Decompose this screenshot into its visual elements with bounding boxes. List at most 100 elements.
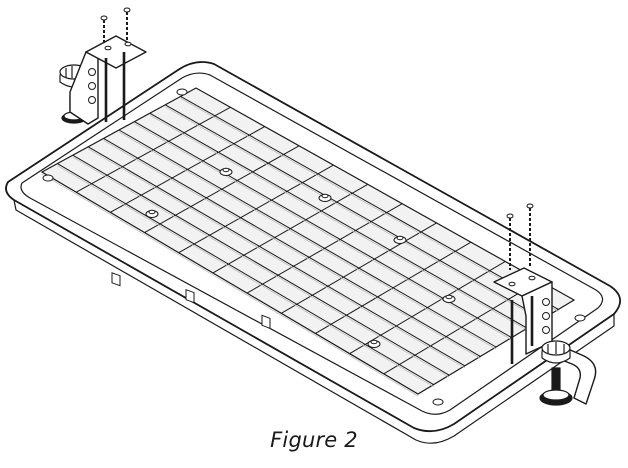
grid-cell-shadow	[224, 228, 260, 249]
right-screws	[506, 203, 534, 364]
grid-cell-shadow	[324, 250, 360, 271]
grid-cell-shadow	[293, 267, 329, 289]
tray-front-edge	[13, 199, 615, 444]
boss-2	[145, 209, 159, 218]
boss-5	[442, 294, 456, 303]
grid-cell-shadow	[171, 179, 207, 201]
grid-cell-shadow	[87, 148, 123, 170]
grid-cell-shadow	[492, 310, 528, 331]
grid-cell-shadow	[364, 346, 400, 367]
grid-cell-shadow	[352, 194, 387, 215]
grid-cell-shadow	[178, 254, 214, 276]
grid-rib-long	[180, 95, 559, 310]
grid-cell-shadow	[405, 242, 441, 263]
grid-cell-shadow	[262, 285, 298, 307]
grid-cell-shadow	[165, 106, 200, 127]
grid-cell-shadow	[455, 252, 490, 274]
grid-cell-shadow	[137, 159, 173, 181]
grid-cell-shadow	[183, 134, 219, 155]
grid-cell-shadow	[411, 318, 447, 339]
grid-cell-shadow	[315, 335, 350, 356]
figure-caption: Figure 2	[270, 428, 358, 452]
grid-cell-shadow	[458, 290, 494, 312]
grid-cell-shadow	[308, 258, 344, 280]
right-clamp-foot	[539, 367, 573, 406]
grid-cell-shadow	[473, 281, 509, 302]
right-clamp-knob	[541, 340, 571, 364]
grid-cell-shadow	[118, 131, 154, 153]
grid-cell-shadow	[249, 136, 284, 157]
grid-cell-shadow	[134, 123, 169, 144]
boss-1	[219, 167, 233, 176]
grid-cell-shadow	[424, 271, 459, 292]
grid-cell-shadow	[122, 168, 157, 189]
grid-cell-shadow	[380, 336, 416, 358]
grid-rib-long	[72, 154, 450, 376]
grid-cell-shadow	[240, 219, 276, 240]
left-bracket-assembly	[59, 7, 147, 125]
grid-rib-long	[149, 112, 528, 329]
grid-cell-shadow	[392, 289, 428, 310]
grid-rib-long	[57, 163, 434, 386]
grid-cell-shadow	[346, 316, 381, 338]
grid-cell-shadow	[317, 175, 353, 196]
grid-cell-shadow	[396, 327, 431, 349]
grid-cell-shadow	[144, 234, 179, 256]
grid-cell-shadow	[153, 151, 188, 172]
grid-cell-shadow	[199, 125, 235, 147]
clip-3	[261, 314, 271, 329]
grid-cell-shadow	[296, 305, 332, 327]
grid-cell-shadow	[125, 205, 161, 227]
grid-cell-shadow	[91, 185, 127, 207]
grid-cell-shadow	[259, 247, 294, 269]
boss-3	[318, 193, 332, 202]
grid-cell-shadow	[442, 299, 478, 321]
grid-cell-shadow	[339, 241, 375, 262]
clip-2	[185, 289, 195, 304]
boss-9	[432, 398, 444, 406]
grid-cell-shadow	[414, 356, 450, 378]
grid-cell-shadow	[427, 309, 462, 330]
grid-cell-shadow	[103, 140, 139, 161]
rim-clips	[111, 272, 271, 329]
grid-cell-shadow	[168, 142, 204, 164]
grid-cell-shadow	[57, 165, 92, 187]
grid-cell-shadow	[190, 208, 226, 229]
grid-cell-shadow	[327, 287, 363, 309]
grid-cell-shadow	[355, 232, 391, 253]
tray-grid	[40, 87, 576, 397]
grid-cell-shadow	[267, 164, 303, 185]
grid-cell-shadow	[343, 278, 378, 300]
boss-7	[42, 174, 54, 182]
grid-cell-shadow	[399, 366, 434, 387]
left-bracket-holes	[88, 41, 132, 104]
grid-cell-shadow	[408, 280, 444, 301]
grid-cell-shadow	[233, 145, 269, 166]
grid-rib-long	[87, 146, 466, 367]
grid-cell-shadow	[290, 230, 325, 251]
grid-cell-shadow	[374, 260, 409, 282]
grid-cell-shadow	[212, 274, 248, 296]
grid-cell-shadow	[349, 355, 385, 377]
mounting-bosses	[42, 88, 586, 406]
clip-1	[111, 272, 121, 287]
grid-cell-shadow	[246, 294, 282, 316]
grid-cell-shadow	[193, 245, 229, 267]
grid-cell-shadow	[361, 307, 397, 329]
grid-cell-shadow	[110, 214, 145, 235]
grid-cell-shadow	[358, 269, 394, 291]
boss-6	[367, 339, 381, 348]
grid-cell-shadow	[330, 325, 366, 347]
grid-cell-shadow	[149, 114, 185, 136]
boss-10	[574, 314, 586, 322]
grid-cell-shadow	[221, 190, 257, 212]
right-bracket-holes	[508, 275, 550, 334]
grid-cell-shadow	[445, 338, 481, 359]
grid-cell-shadow	[302, 184, 338, 205]
grid-cell-shadow	[305, 221, 341, 242]
grid-cell-shadow	[461, 328, 497, 350]
grid-rib-long	[164, 104, 544, 320]
grid-rib-long	[118, 129, 497, 348]
grid-cell-shadow	[106, 176, 142, 198]
boss-4	[393, 235, 407, 244]
